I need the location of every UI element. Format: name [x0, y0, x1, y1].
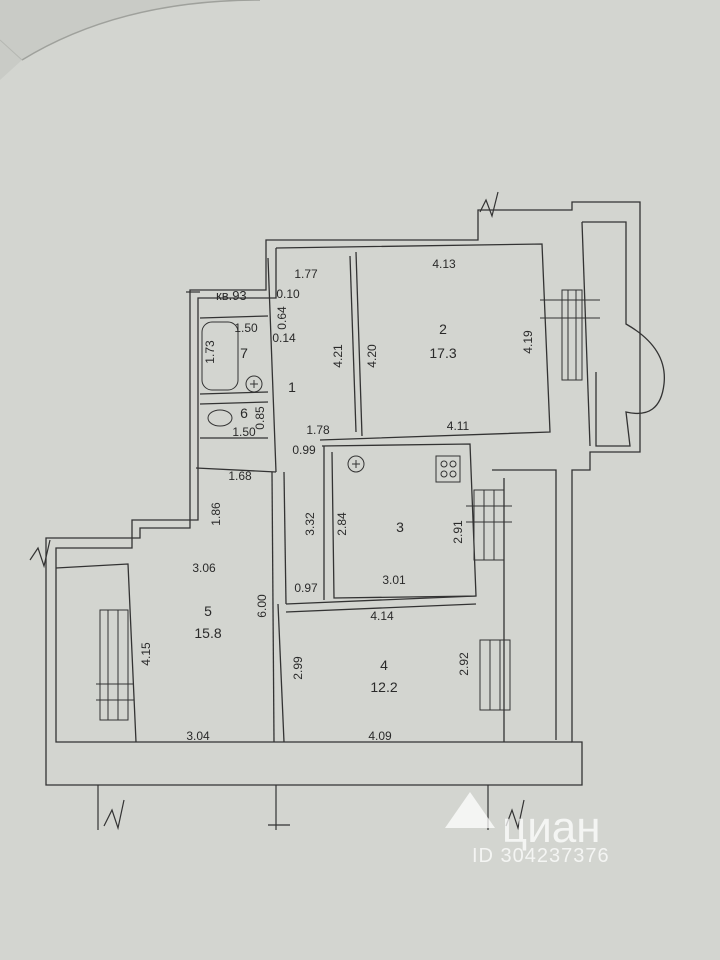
room-number: 1	[288, 379, 296, 395]
dimension-label: 4.09	[368, 729, 392, 743]
room-number: 2	[439, 321, 447, 337]
toilet-icon	[207, 409, 233, 427]
dimension-label: 2.84	[335, 512, 349, 536]
break-marks	[29, 191, 525, 831]
kitchen-drain-icon	[347, 455, 365, 473]
dimension-label: 3.32	[303, 512, 317, 536]
dimension-label: 4.13	[432, 257, 456, 271]
dimension-label: 1.77	[294, 267, 318, 281]
bathtub-icon	[201, 321, 239, 391]
dimension-label: 1.68	[228, 469, 252, 483]
dimension-label: 4.19	[521, 330, 535, 354]
dimension-label: 0.99	[292, 443, 316, 457]
windows	[96, 289, 600, 721]
fixtures	[201, 321, 461, 483]
apartment-label: кв.93	[216, 288, 247, 303]
dimension-label: 1.50	[234, 321, 258, 335]
dimension-label: 3.04	[186, 729, 210, 743]
dimension-label: 3.06	[192, 561, 216, 575]
dimension-label: 1.86	[209, 502, 223, 526]
dimension-label: 2.99	[291, 656, 305, 680]
dimension-label: 1.73	[203, 340, 217, 364]
room-area: 12.2	[370, 679, 397, 695]
room-number: 4	[380, 657, 388, 673]
dimension-label: 0.64	[275, 306, 289, 330]
watermark-id: ID 304237376	[472, 845, 610, 867]
dimension-label: 4.14	[370, 609, 394, 623]
drain-icon	[245, 375, 263, 393]
dimension-label: 6.00	[255, 594, 269, 618]
watermark-brand: циан	[502, 803, 601, 852]
room-number: 7	[240, 345, 248, 361]
dimension-label: 0.14	[272, 331, 296, 345]
paper-fold	[0, 39, 23, 61]
stove-icon	[435, 455, 461, 483]
room-labels: 1 2 17.3 3 4 12.2 5 15.8 6 7	[194, 321, 456, 695]
watermark: циан ID 304237376	[445, 792, 610, 867]
dimension-label: 1.50	[232, 425, 256, 439]
room-area: 17.3	[429, 345, 456, 361]
dimension-label: 0.97	[294, 581, 318, 595]
dimension-label: 4.15	[139, 642, 153, 666]
room-area: 15.8	[194, 625, 221, 641]
dimension-label: 4.21	[331, 344, 345, 368]
dimension-label: 4.20	[365, 344, 379, 368]
room-number: 3	[396, 519, 404, 535]
room-number: 6	[240, 405, 248, 421]
dimension-label: 1.78	[306, 423, 330, 437]
dimension-label: 2.91	[451, 520, 465, 544]
dimension-label: 0.85	[253, 406, 267, 430]
dimension-label: 3.01	[382, 573, 406, 587]
dimension-label: 2.92	[457, 652, 471, 676]
paper-edge	[21, 0, 261, 61]
cian-logo-icon	[445, 792, 495, 828]
dimension-label: 4.11	[447, 419, 470, 433]
room-number: 5	[204, 603, 212, 619]
dimension-label: 0.10	[276, 287, 300, 301]
